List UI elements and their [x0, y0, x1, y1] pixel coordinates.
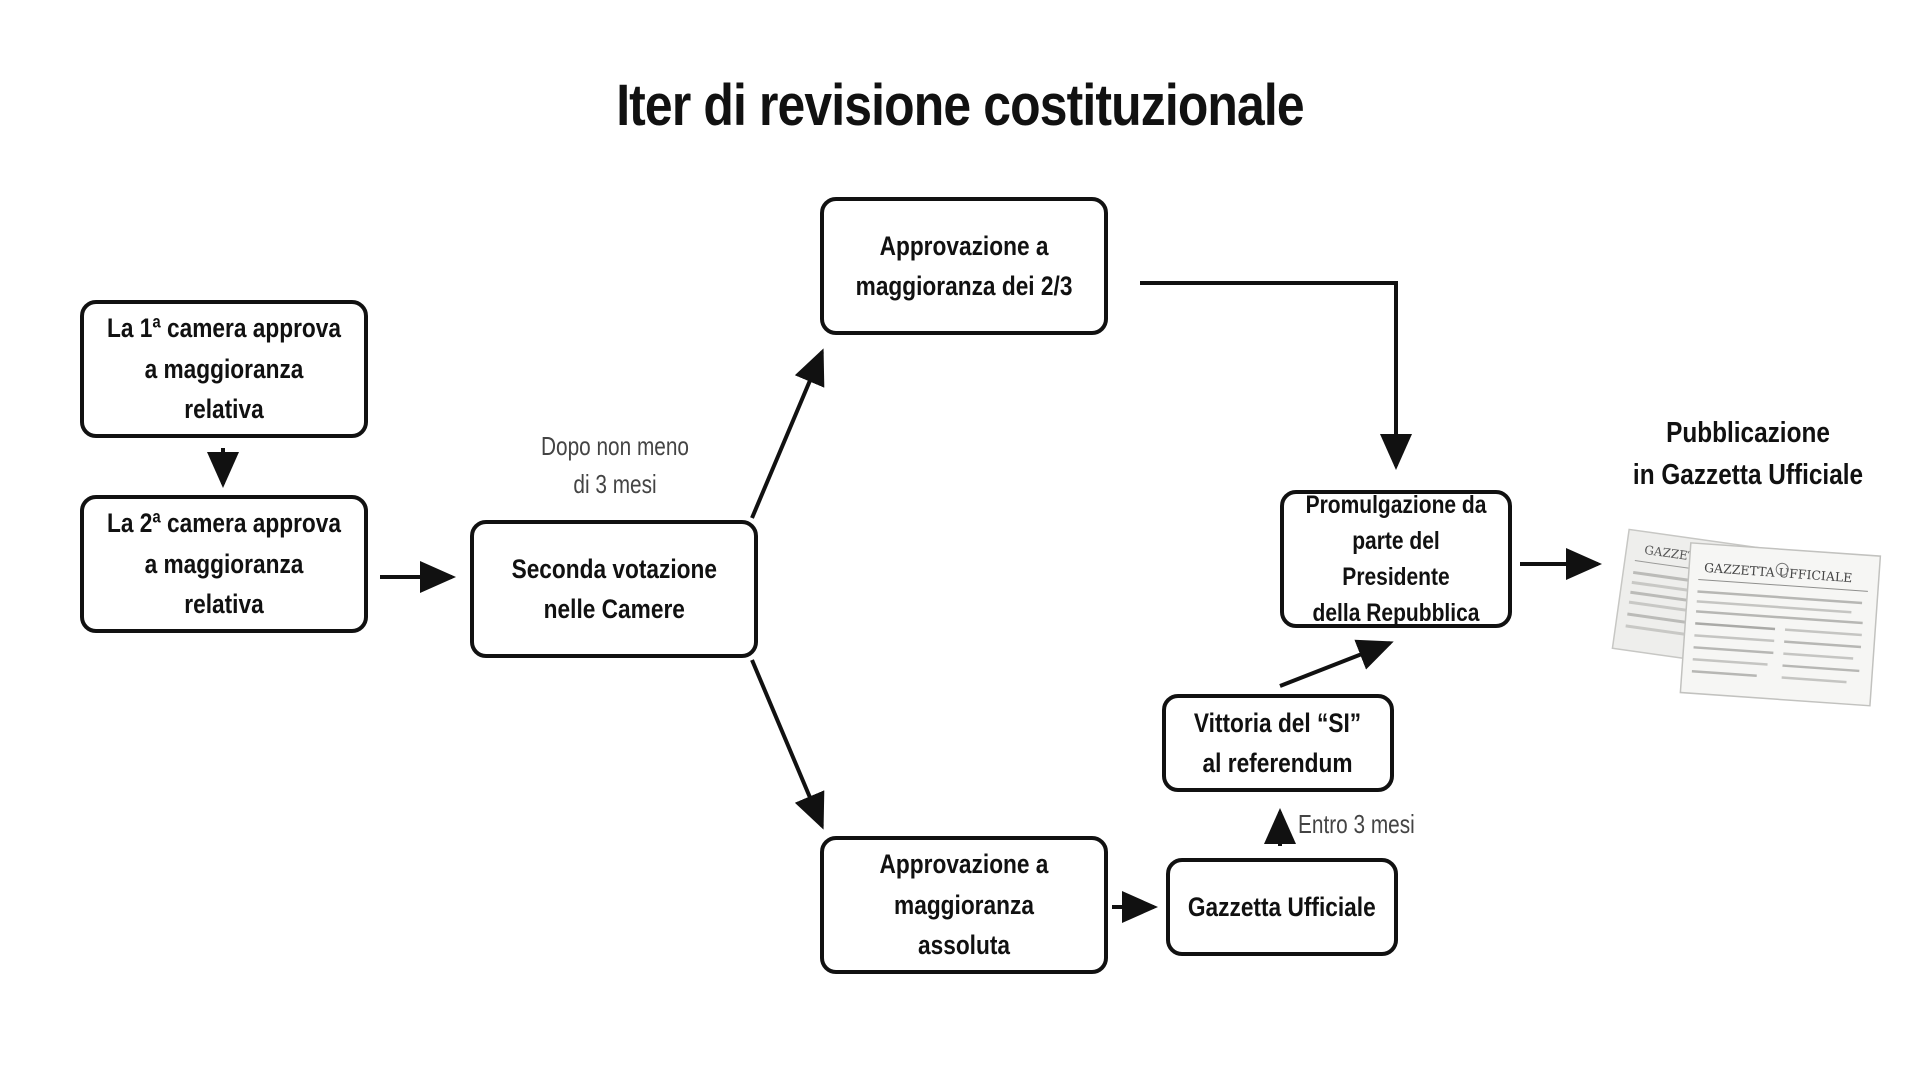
- promulgation-label: Promulgazione da parte del Presidente de…: [1305, 490, 1487, 628]
- absolute-majority-approval-box: Approvazione a maggioranza assoluta: [820, 836, 1108, 974]
- first-chamber-approval-label: La 1ª camera approva a maggioranza relat…: [106, 313, 342, 425]
- gazzetta-newspaper-image: GAZZETTA GAZZETTA UFFICIALE: [1611, 528, 1882, 707]
- promulgation-box: Promulgazione da parte del Presidente de…: [1280, 490, 1512, 628]
- arrow-second-vote-to-two-thirds: [750, 348, 825, 519]
- diagram-title: Iter di revisione costituzionale: [616, 73, 1304, 138]
- wait-period-note: Dopo non meno di 3 mesi: [540, 431, 690, 499]
- gazzetta-ufficiale-label: Gazzetta Ufficiale: [1188, 891, 1376, 922]
- arrow-second-vote-to-absolute-majority: [750, 659, 825, 830]
- arrow-two-thirds-to-promulgation: [1140, 281, 1412, 470]
- two-thirds-approval-label: Approvazione a maggioranza dei 2/3: [855, 230, 1073, 302]
- referendum-victory-box: Vittoria del “SI” al referendum: [1162, 694, 1394, 792]
- first-chamber-approval-box: La 1ª camera approva a maggioranza relat…: [80, 300, 368, 438]
- two-thirds-approval-box: Approvazione a maggioranza dei 2/3: [820, 197, 1108, 335]
- gazzetta-ufficiale-box: Gazzetta Ufficiale: [1166, 858, 1398, 956]
- publication-label: Pubblicazione in Gazzetta Ufficiale: [1632, 417, 1864, 492]
- second-vote-label: Seconda votazione nelle Camere: [511, 553, 717, 625]
- second-chamber-approval-label: La 2ª camera approva a maggioranza relat…: [106, 508, 342, 620]
- within-months-note: Entro 3 mesi: [1298, 809, 1415, 839]
- arrow-referendum-to-promulgation: [1279, 639, 1394, 688]
- second-chamber-approval-box: La 2ª camera approva a maggioranza relat…: [80, 495, 368, 633]
- absolute-majority-approval-label: Approvazione a maggioranza assoluta: [879, 849, 1049, 961]
- second-vote-box: Seconda votazione nelle Camere: [470, 520, 758, 658]
- referendum-victory-label: Vittoria del “SI” al referendum: [1194, 707, 1362, 779]
